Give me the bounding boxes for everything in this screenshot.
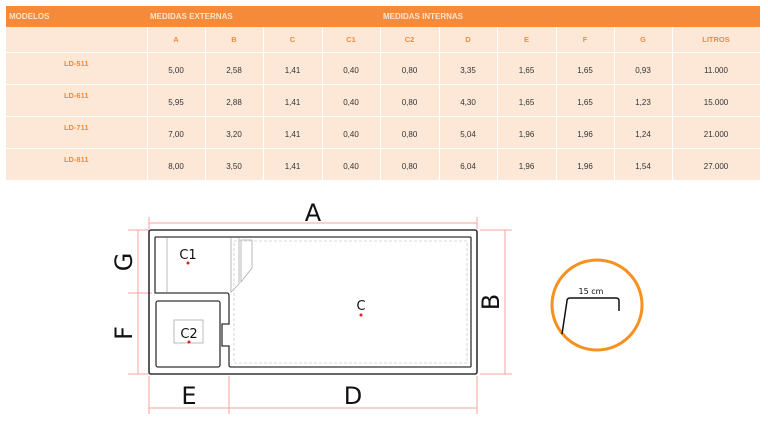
cell-a: 8,00 — [147, 148, 206, 180]
cell-c2: 0,80 — [380, 116, 440, 149]
column-header-e: E — [497, 27, 557, 53]
cell-g: 0,93 — [614, 52, 673, 85]
cell-d: 6,04 — [439, 148, 498, 180]
cell-c: 1,41 — [263, 52, 323, 85]
cell-c1: 0,40 — [322, 52, 381, 85]
column-header-c1: C1 — [322, 27, 381, 53]
edge-width-label: 15 cm — [579, 287, 604, 296]
model-name: LD-611 — [6, 84, 148, 117]
label-b: B — [477, 294, 505, 310]
cell-g: 1,54 — [614, 148, 673, 180]
label-f: F — [110, 326, 138, 340]
label-e: E — [181, 382, 196, 410]
cell-f: 1,65 — [556, 52, 615, 85]
cell-c1: 0,40 — [322, 84, 381, 117]
cell-c2: 0,80 — [380, 52, 440, 85]
column-header-c: C — [263, 27, 323, 53]
cell-c: 1,41 — [263, 148, 323, 180]
edge-profile — [561, 297, 620, 335]
cell-a: 5,95 — [147, 84, 206, 117]
cell-g: 1,23 — [614, 84, 673, 117]
cell-f: 1,96 — [556, 148, 615, 180]
cell-a: 7,00 — [147, 116, 206, 149]
cell-g: 1,24 — [614, 116, 673, 149]
model-name: LD-811 — [6, 148, 148, 180]
header-models: MODELOS — [6, 6, 147, 27]
center-points — [186, 261, 363, 344]
cell-c1: 0,40 — [322, 148, 381, 180]
cell-f: 1,65 — [556, 84, 615, 117]
column-header-f: F — [556, 27, 615, 53]
cell-litros: 21.000 — [672, 116, 761, 149]
label-c: C — [356, 299, 365, 314]
cell-e: 1,65 — [497, 84, 557, 117]
cell-c: 1,41 — [263, 116, 323, 149]
cell-b: 2,58 — [205, 52, 264, 85]
cell-c2: 0,80 — [380, 148, 440, 180]
cell-e: 1,96 — [497, 116, 557, 149]
cell-e: 1,65 — [497, 52, 557, 85]
cell-b: 2,88 — [205, 84, 264, 117]
pool-outline — [148, 229, 478, 375]
cell-c1: 0,40 — [322, 116, 381, 149]
cell-b: 3,50 — [205, 148, 264, 180]
pool-details — [166, 238, 468, 364]
label-d: D — [344, 382, 362, 410]
column-header-litros: LITROS — [672, 27, 761, 53]
dimension-lines — [128, 217, 512, 414]
header-internal: MEDIDAS INTERNAS — [380, 6, 761, 27]
cell-f: 1,96 — [556, 116, 615, 149]
edge-detail-circle — [550, 258, 644, 352]
model-name: LD-511 — [6, 52, 148, 85]
column-header-d: D — [439, 27, 498, 53]
label-g: G — [110, 253, 138, 272]
column-header-blank — [6, 27, 148, 53]
cell-c2: 0,80 — [380, 84, 440, 117]
model-name: LD-711 — [6, 116, 148, 149]
header-external: MEDIDAS EXTERNAS — [147, 6, 380, 27]
cell-e: 1,96 — [497, 148, 557, 180]
column-header-c2: C2 — [380, 27, 440, 53]
cell-a: 5,00 — [147, 52, 206, 85]
cell-litros: 11.000 — [672, 52, 761, 85]
cell-d: 5,04 — [439, 116, 498, 149]
column-header-a: A — [147, 27, 206, 53]
column-header-b: B — [205, 27, 264, 53]
cell-litros: 15.000 — [672, 84, 761, 117]
edge-detail: 15 cm — [550, 258, 644, 352]
label-c1: C1 — [179, 248, 196, 263]
label-a: A — [305, 199, 322, 227]
label-c2: C2 — [180, 327, 197, 342]
cell-d: 3,35 — [439, 52, 498, 85]
column-header-g: G — [614, 27, 673, 53]
cell-c: 1,41 — [263, 84, 323, 117]
cell-litros: 27.000 — [672, 148, 761, 180]
cell-d: 4,30 — [439, 84, 498, 117]
cell-b: 3,20 — [205, 116, 264, 149]
dimensions-table: MODELOS MEDIDAS EXTERNAS MEDIDAS INTERNA… — [6, 6, 761, 180]
